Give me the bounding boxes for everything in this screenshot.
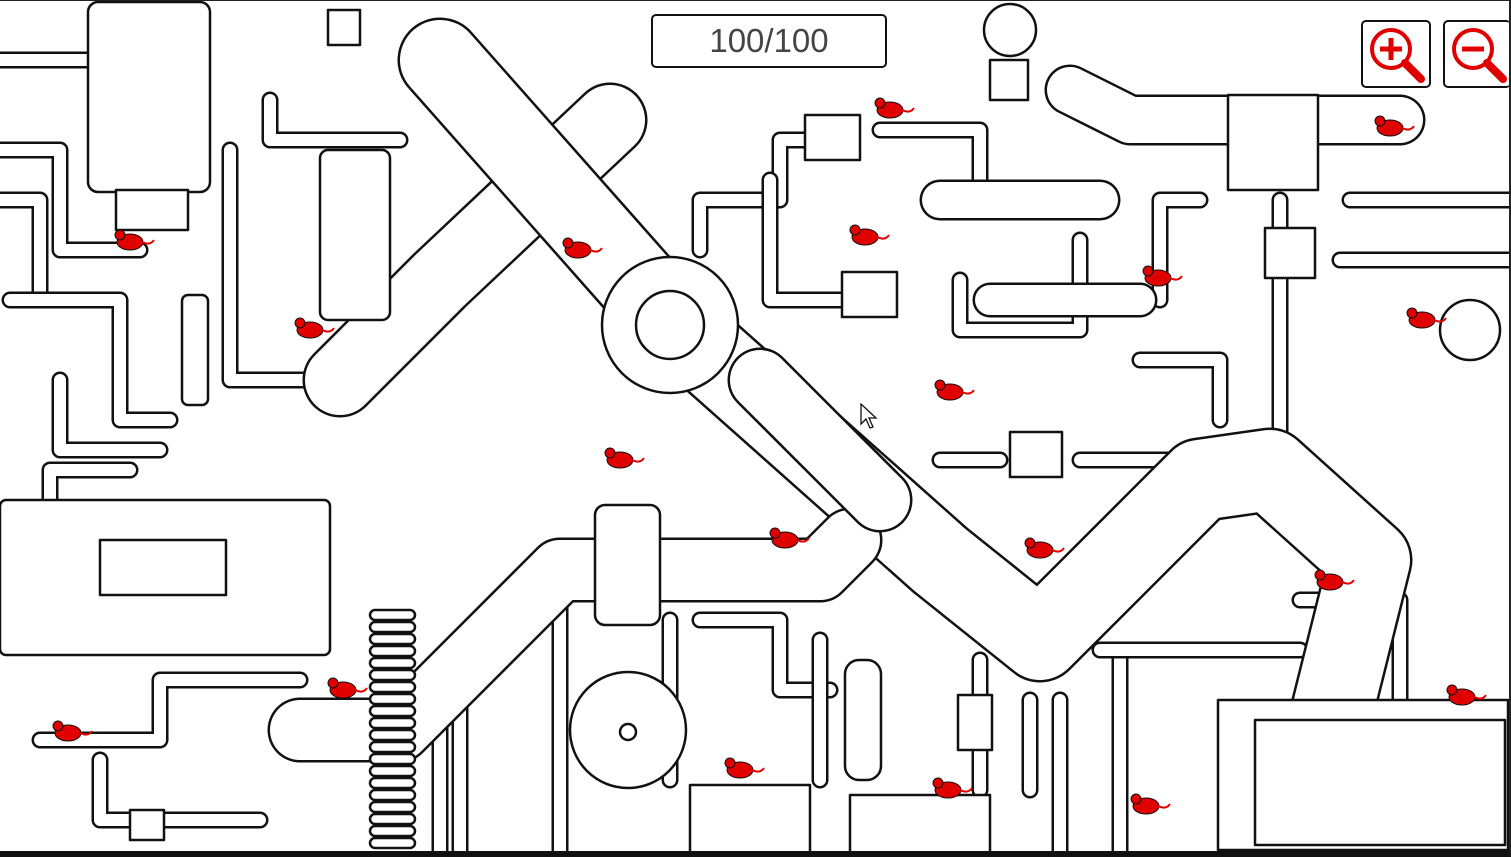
red-mouse[interactable] <box>1374 115 1415 137</box>
red-mouse[interactable] <box>327 677 368 699</box>
hose-rib <box>368 692 417 706</box>
red-mouse[interactable] <box>562 237 603 259</box>
magnifier-plus-icon <box>1370 28 1425 83</box>
found-counter-text: 100/100 <box>709 22 829 59</box>
hose-rib <box>368 812 417 826</box>
pipe <box>94 754 266 826</box>
box <box>128 808 166 842</box>
pipe <box>1134 354 1226 426</box>
pipe <box>91 751 269 829</box>
valve <box>803 113 862 162</box>
found-counter: 100/100 <box>651 14 887 68</box>
pipe <box>54 374 166 456</box>
pipe <box>1131 351 1229 429</box>
red-mouse[interactable] <box>724 757 765 779</box>
pipe <box>1 291 179 429</box>
zoom-out-button[interactable] <box>1443 20 1511 88</box>
red-mouse[interactable] <box>1446 684 1487 706</box>
red-mouse[interactable] <box>934 379 975 401</box>
hose-rib <box>368 704 417 718</box>
red-mouse[interactable] <box>932 777 973 799</box>
zoom-in-button[interactable] <box>1361 20 1431 88</box>
large-pipe <box>730 350 910 530</box>
red-mouse[interactable] <box>1142 265 1183 287</box>
hose-rib <box>368 836 417 850</box>
red-mouse[interactable] <box>874 97 915 119</box>
motor <box>593 503 662 627</box>
pipe <box>1154 194 1206 306</box>
pipe <box>0 194 46 306</box>
hose-rib <box>368 728 417 742</box>
pipe <box>44 464 136 506</box>
hose-rib <box>368 680 417 694</box>
cylinder <box>843 658 883 782</box>
pipe <box>34 674 306 746</box>
pipe <box>764 174 856 306</box>
pipe <box>694 614 836 696</box>
hose-rib <box>368 776 417 790</box>
gauge-base <box>988 58 1030 102</box>
dial <box>1438 298 1502 362</box>
fan-grille <box>1253 718 1507 847</box>
box <box>1263 226 1317 280</box>
red-mouse[interactable] <box>1130 793 1171 815</box>
box <box>1226 93 1320 192</box>
pipe <box>694 134 816 256</box>
box <box>688 783 812 857</box>
box <box>848 793 992 857</box>
red-mouse[interactable] <box>849 224 890 246</box>
hose-rib <box>368 788 417 802</box>
gear-hub <box>618 722 638 742</box>
hose-rib <box>368 824 417 838</box>
magnifier-minus-icon <box>1452 28 1507 83</box>
mouse-cursor-icon <box>860 403 878 429</box>
red-mouse[interactable] <box>1024 537 1065 559</box>
hose-rib <box>368 656 417 670</box>
red-mouse[interactable] <box>1314 569 1355 591</box>
hose-rib <box>368 740 417 754</box>
hose-rib <box>368 752 417 766</box>
box <box>956 693 994 752</box>
large-pipe <box>270 510 880 760</box>
hose-rib <box>368 764 417 778</box>
pipe <box>264 94 406 146</box>
red-mouse[interactable] <box>604 447 645 469</box>
hose-rib <box>368 644 417 658</box>
hose-rib <box>368 620 417 634</box>
cylinder <box>180 293 210 407</box>
red-mouse[interactable] <box>52 720 93 742</box>
pipe <box>691 611 839 699</box>
red-mouse[interactable] <box>114 229 155 251</box>
pipe <box>874 124 986 206</box>
panel <box>98 538 228 597</box>
tank-base <box>114 188 190 232</box>
hose-rib <box>368 668 417 682</box>
pipe <box>224 144 326 386</box>
red-mouse[interactable] <box>769 527 810 549</box>
hidden-mice <box>52 97 1487 815</box>
pipe <box>4 294 176 426</box>
box <box>326 8 362 47</box>
gauge <box>982 2 1038 58</box>
turbine-wheel <box>634 289 706 361</box>
hose-rib <box>368 632 417 646</box>
pipe <box>0 144 146 256</box>
red-mouse[interactable] <box>1406 307 1447 329</box>
hose-rib <box>368 716 417 730</box>
red-mouse[interactable] <box>294 317 335 339</box>
hose-rib <box>368 608 417 622</box>
hose-rib <box>368 800 417 814</box>
valve <box>840 270 899 319</box>
tank <box>86 0 212 194</box>
tank <box>318 148 392 322</box>
pipe <box>221 141 329 389</box>
valve <box>1008 430 1064 479</box>
